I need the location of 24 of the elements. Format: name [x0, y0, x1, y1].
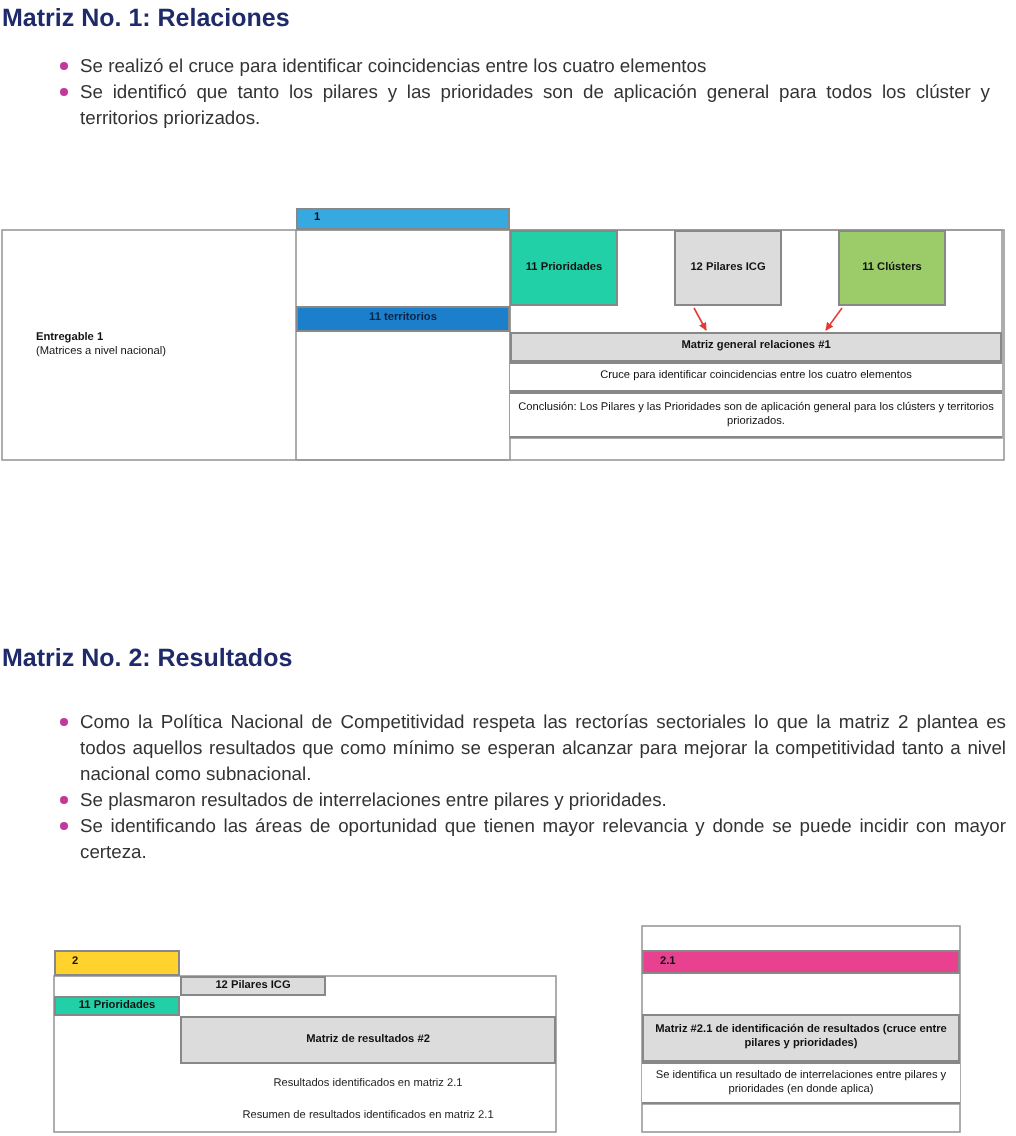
section-heading: Matriz No. 2: Resultados	[2, 644, 295, 672]
matrix-box	[510, 230, 618, 306]
bullet-text: Se realizó el cruce para identificar coincidencias entre los cuatro elementos	[80, 52, 709, 78]
arrow	[825, 307, 843, 331]
matrix-box	[180, 976, 326, 996]
matrix-box	[642, 1014, 960, 1062]
table-cell	[642, 1062, 960, 1104]
table-cell	[510, 392, 1002, 438]
section-heading: Matriz No. 1: Relaciones	[2, 4, 292, 32]
tab-header	[296, 208, 510, 230]
tab-header	[642, 950, 960, 974]
matrix-box	[838, 230, 946, 306]
arrow	[693, 307, 707, 331]
bullet-text: Se identificando las áreas de oportunidad que tienen mayor relevancia y donde se puede incidir con mayor certeza.	[80, 812, 1006, 864]
matrix-box	[54, 996, 180, 1016]
matrix-box	[510, 332, 1002, 362]
bullet-text: Se plasmaron resultados de interrelaciones entre pilares y prioridades.	[80, 786, 669, 812]
header-bar	[296, 306, 510, 332]
matrix-box	[674, 230, 782, 306]
tab-header	[54, 950, 180, 976]
bullet-text: Se identificó que tanto los pilares y las prioridades son de aplicación general para todos los clúster y territorios priorizados.	[80, 78, 990, 130]
table-cell	[510, 362, 1002, 392]
matrix-box	[180, 1016, 556, 1064]
bullet-text: Como la Política Nacional de Competitividad respeta las rectorías sectoriales lo que la matriz 2 plantea es todos aquellos resultados que como mínimo se esperan alcanzar para mejorar la competitividad tanto a nivel nacional como subnacional.	[80, 708, 1006, 786]
